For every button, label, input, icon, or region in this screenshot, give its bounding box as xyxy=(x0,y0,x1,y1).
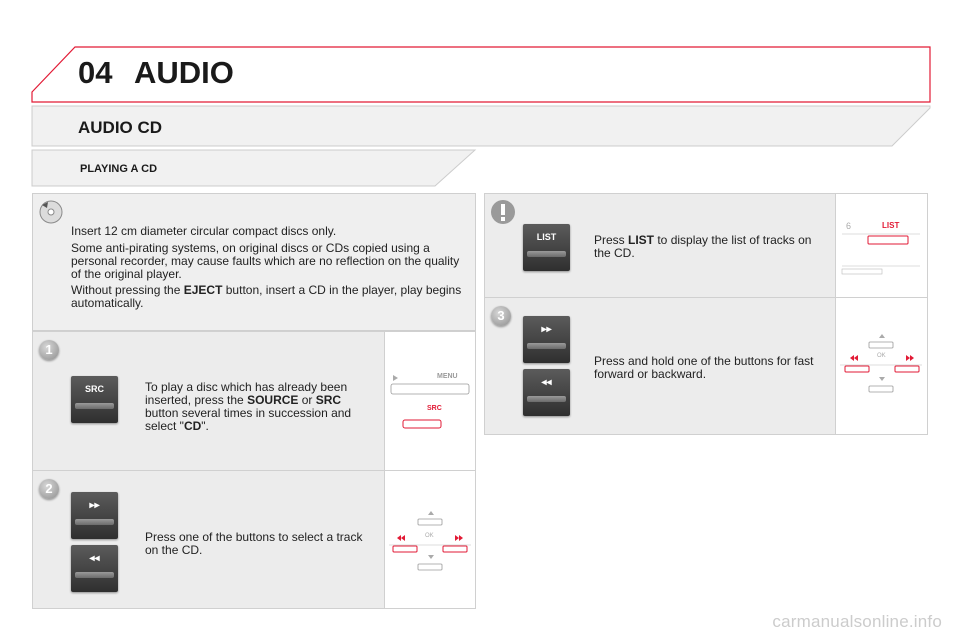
list-panel: LIST Press LIST to display the list of t… xyxy=(484,193,836,298)
step3-panel: 3 ▸▸ ◂◂ Press and hold one of the button… xyxy=(484,297,836,435)
step3-diagram: OK xyxy=(835,297,928,435)
step1-text: To play a disc which has already been in… xyxy=(145,380,352,433)
intro-panel: Insert 12 cm diameter circular compact d… xyxy=(32,193,476,331)
src-label: SRC xyxy=(427,405,442,412)
prev-track-button: ◂◂ xyxy=(71,545,118,592)
step3-text: Press and hold one of the buttons for fa… xyxy=(594,354,814,381)
src-button: SRC xyxy=(71,376,118,423)
list-button-diagram xyxy=(841,233,920,275)
step2-panel: 2 ▸▸ ◂◂ Press one of the buttons to sele… xyxy=(32,470,385,609)
intro-text-2: Some anti-pirating systems, on original … xyxy=(71,241,460,281)
fast-backward-button: ◂◂ xyxy=(523,369,570,416)
step2-diagram: OK xyxy=(384,470,476,609)
preset-number: 6 xyxy=(846,221,852,231)
rewind-icon: ◂◂ xyxy=(541,377,552,388)
ok-label: OK xyxy=(425,533,434,539)
src-button-label: SRC xyxy=(84,384,104,394)
intro-text-1: Insert 12 cm diameter circular compact d… xyxy=(71,224,337,238)
chapter-title: AUDIO xyxy=(134,55,234,90)
list-button: LIST xyxy=(523,224,570,271)
warning-icon xyxy=(491,200,515,224)
list-text: Press LIST to display the list of tracks… xyxy=(594,233,812,260)
list-diagram: 6 LIST xyxy=(835,193,928,298)
fast-forward-icon: ▸▸ xyxy=(89,500,100,511)
subsection-title: PLAYING A CD xyxy=(80,163,158,175)
section-band xyxy=(31,105,931,187)
rewind-icon: ◂◂ xyxy=(89,553,100,564)
menu-src-diagram xyxy=(390,375,470,429)
intro-text-3: Without pressing the EJECT button, inser… xyxy=(71,283,462,310)
section-title: AUDIO CD xyxy=(78,118,163,137)
fast-forward-button: ▸▸ xyxy=(523,316,570,363)
list-button-label: LIST xyxy=(536,232,557,242)
step2-badge: 2 xyxy=(39,479,59,499)
fast-forward-icon: ▸▸ xyxy=(541,324,552,335)
menu-label: MENU xyxy=(437,373,458,380)
step1-diagram: MENU SRC xyxy=(384,331,476,471)
step1-panel: 1 SRC To play a disc which has already b… xyxy=(32,331,385,471)
cd-icon xyxy=(39,200,63,224)
chapter-number: 04 xyxy=(78,55,113,90)
next-track-button: ▸▸ xyxy=(71,492,118,539)
ok-arrows-diagram-2 xyxy=(840,334,922,393)
ok-arrows-diagram xyxy=(389,511,471,571)
header-banner xyxy=(31,46,931,103)
ok-label-2: OK xyxy=(877,353,886,359)
footer-watermark: carmanualsonline.info xyxy=(772,612,942,631)
list-label: LIST xyxy=(882,221,900,230)
step1-badge: 1 xyxy=(39,340,59,360)
step2-text: Press one of the buttons to select a tra… xyxy=(145,530,363,557)
step3-badge: 3 xyxy=(491,306,511,326)
